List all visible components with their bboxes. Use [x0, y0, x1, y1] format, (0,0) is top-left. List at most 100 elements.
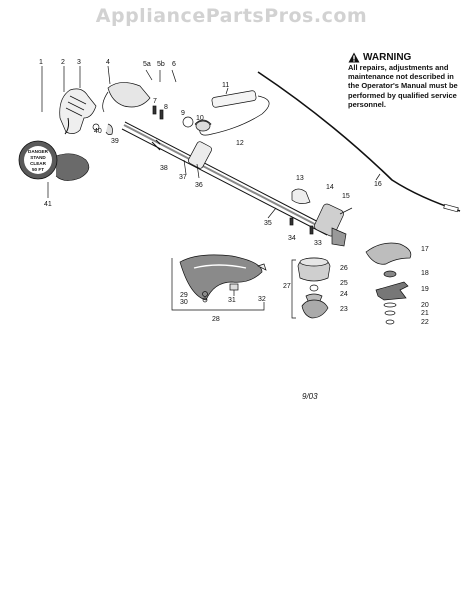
shaft-clamp: [188, 141, 212, 169]
screw-7: [152, 105, 157, 115]
washer-40: [92, 123, 100, 131]
clamp-bolt-37: [183, 159, 187, 175]
throttle-cable-body: [107, 82, 151, 108]
part-label: 10: [196, 115, 204, 122]
leader-35: [267, 207, 277, 219]
part-label: 19: [421, 286, 429, 293]
bolt-38: [151, 139, 161, 151]
guard-washer-30: [202, 297, 208, 303]
part-label: 23: [340, 306, 348, 313]
part-label: 34: [288, 235, 296, 242]
screw-8: [159, 109, 164, 120]
guard-bracket-31: [229, 283, 239, 291]
part-label: 22: [421, 319, 429, 326]
part-label: 15: [342, 193, 350, 200]
part-label: 36: [195, 182, 203, 189]
danger-tag-inner: [24, 146, 52, 174]
part-label: 41: [44, 201, 52, 208]
nut-18: [383, 270, 397, 278]
part-label: 21: [421, 310, 429, 317]
part-label: 14: [326, 184, 334, 191]
throttle-cable-wire: [102, 91, 109, 113]
warning-text: All repairs, adjustments and maintenance…: [348, 63, 458, 109]
part-label: 24: [340, 291, 348, 298]
leader-4: [107, 65, 111, 85]
cable-piece-5a: [145, 69, 153, 81]
gear-head-housing: [314, 203, 344, 237]
part-labels: 1 2 3 4 5a 5b 6 7 8 9 10 11 12 13 14 15 …: [39, 59, 429, 326]
washer-21: [384, 310, 396, 316]
spool-housing-top: [299, 257, 329, 267]
handle-knob-10: [195, 120, 211, 132]
guard-bracket-28: [171, 258, 265, 311]
part-label: 7: [153, 98, 157, 105]
guard-nut-29: [202, 291, 208, 297]
handle-knob-9: [182, 116, 194, 128]
part-label: 32: [258, 296, 266, 303]
date-code: 9/03: [302, 392, 318, 401]
danger-tag-41: DANGER STAND CLEAR 50 FT: [18, 140, 90, 181]
warning-box: WARNING All repairs, adjustments and mai…: [348, 52, 458, 109]
part-label: 29: [180, 292, 188, 299]
bump-knob-23: [301, 299, 329, 319]
part-label: 18: [421, 270, 429, 277]
part-label: 3: [77, 59, 81, 66]
part-label: 38: [160, 165, 168, 172]
warning-title-text: WARNING: [363, 51, 412, 63]
spring-25: [309, 284, 319, 292]
danger-tag-line-3: CLEAR: [30, 161, 47, 166]
part-label: 9: [181, 110, 185, 117]
bracket-27: [291, 259, 296, 319]
part-label: 33: [314, 240, 322, 247]
part-label: 16: [374, 181, 382, 188]
debris-guard: [179, 254, 263, 301]
part-label: 31: [228, 297, 236, 304]
gear-head-bolt-15: [339, 207, 353, 215]
screw-34: [289, 217, 294, 226]
leader-11: [225, 87, 229, 95]
part-label: 13: [296, 175, 304, 182]
drive-shaft-top: [124, 121, 331, 229]
danger-tag-line-4: 50 FT: [32, 167, 44, 172]
drive-cable-tip: [443, 203, 459, 213]
part-label: 28: [212, 316, 220, 323]
drive-shaft-bottom: [121, 128, 328, 236]
throttle-housing: [59, 88, 97, 134]
part-label: 40: [94, 128, 102, 135]
throttle-rib-1: [69, 95, 87, 105]
part-label: 4: [106, 59, 110, 66]
part-label: 5b: [157, 61, 165, 68]
clip-39: [105, 123, 113, 136]
screw-33: [309, 225, 314, 235]
part-label: 17: [421, 246, 429, 253]
part-label: 39: [111, 138, 119, 145]
guard-clip-32: [257, 263, 267, 271]
leader-16: [375, 173, 381, 181]
throttle-cable-loop: [199, 95, 270, 136]
part-label: 20: [421, 302, 429, 309]
throttle-rib-2: [67, 101, 85, 111]
part-label: 2: [61, 59, 65, 66]
clamp-bolt-36: [196, 163, 200, 179]
debris-guard-highlight: [193, 264, 247, 269]
warning-triangle-icon: [348, 52, 360, 63]
blade-19: [375, 281, 409, 301]
part-label: 27: [283, 283, 291, 290]
part-label: 1: [39, 59, 43, 66]
part-label: 11: [222, 82, 229, 89]
part-label: 30: [180, 299, 188, 306]
danger-tag-strap: [55, 153, 90, 181]
shield-bracket-13: [291, 188, 311, 204]
gear-head-output: [331, 227, 347, 247]
part-label: 26: [340, 265, 348, 272]
blade-shield-17: [365, 242, 412, 265]
part-label: 8: [164, 104, 168, 111]
part-label: 25: [340, 280, 348, 287]
danger-tag-line-1: DANGER: [28, 149, 49, 154]
part-label: 12: [236, 140, 244, 147]
drive-cable: [257, 71, 461, 212]
throttle-trigger: [64, 117, 70, 135]
throttle-rib-3: [65, 107, 83, 117]
danger-tag-line-2: STAND: [30, 155, 46, 160]
